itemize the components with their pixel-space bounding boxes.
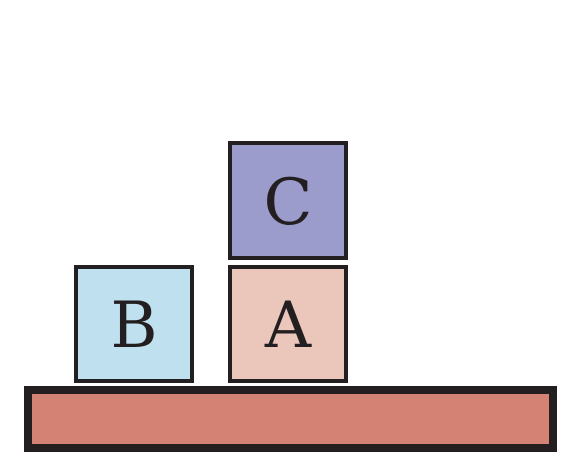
block-a: A (228, 265, 348, 383)
block-c-label: C (263, 165, 313, 240)
block-a-label: A (264, 289, 312, 363)
table-surface (24, 386, 557, 452)
block-b-label: B (110, 289, 158, 363)
block-c: C (228, 141, 348, 260)
block-b: B (74, 265, 194, 383)
